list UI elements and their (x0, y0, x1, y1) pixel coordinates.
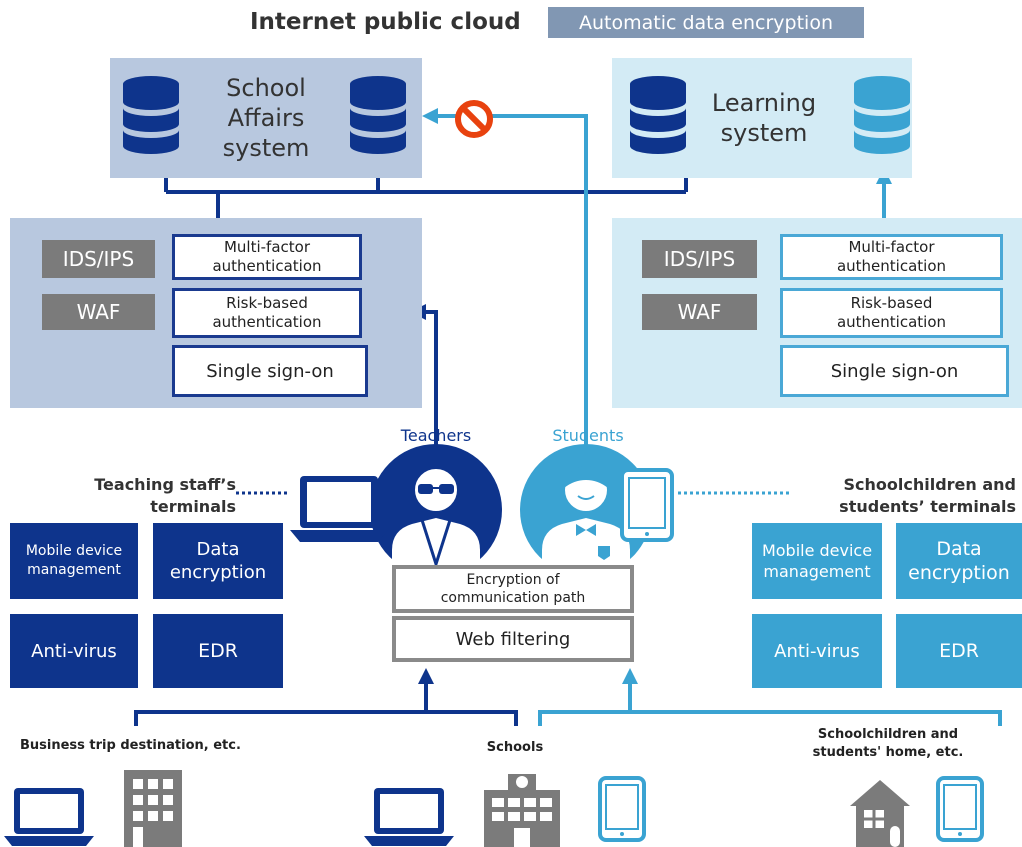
waf-badge: WAF (642, 294, 757, 330)
teachers-label: Teachers (400, 425, 472, 445)
edr-tile: EDR (896, 614, 1022, 688)
page-title: Internet public cloud (250, 9, 521, 35)
schools-label: Schools (486, 739, 544, 755)
school-building-icon (484, 774, 560, 847)
school-affairs-system-label: School Affairs system (222, 74, 310, 162)
laptop-icon (364, 788, 454, 846)
anti-virus-tile: Anti-virus (752, 614, 882, 688)
web-filtering-box: Web filtering (392, 616, 634, 662)
mdm-tile: Mobile device management (10, 523, 138, 599)
teacher-avatar-icon (370, 444, 502, 576)
students-label: Students (552, 425, 624, 445)
tablet-icon (598, 776, 646, 842)
risk-based-auth-box: Risk-based authentication (172, 288, 362, 338)
learning-system-label: Learning system (711, 89, 817, 147)
multi-factor-auth-box: Multi-factor authentication (172, 234, 362, 280)
house-icon (850, 780, 910, 847)
waf-badge: WAF (42, 294, 155, 330)
database-icon (123, 76, 179, 154)
anti-virus-tile: Anti-virus (10, 614, 138, 688)
mdm-tile: Mobile device management (752, 523, 882, 599)
ids-ips-badge: IDS/IPS (642, 240, 757, 278)
business-trip-label: Business trip destination, etc. (20, 738, 241, 753)
encryption-of-communication-path-box: Encryption of communication path (392, 565, 634, 613)
student-avatar-icon (520, 444, 652, 576)
laptop-icon (290, 476, 388, 542)
data-encryption-tile: Data encryption (153, 523, 283, 599)
multi-factor-auth-box: Multi-factor authentication (780, 234, 1003, 280)
office-building-icon (124, 770, 182, 847)
encryption-tag: Automatic data encryption (548, 7, 864, 38)
data-encryption-tile: Data encryption (896, 523, 1022, 599)
tablet-icon (936, 776, 984, 842)
database-icon (854, 76, 910, 154)
database-icon (630, 76, 686, 154)
blocked-icon (455, 100, 493, 138)
edr-tile: EDR (153, 614, 283, 688)
teaching-staff-terminals-label: Teaching staff’s terminals (94, 475, 236, 516)
risk-based-auth-box: Risk-based authentication (780, 288, 1003, 338)
single-sign-on-box: Single sign-on (172, 345, 368, 397)
student-terminals-label: Schoolchildren and students’ terminals (839, 475, 1016, 516)
tablet-icon (620, 468, 674, 542)
ids-ips-badge: IDS/IPS (42, 240, 155, 278)
database-icon (350, 76, 406, 154)
laptop-icon (4, 788, 94, 846)
single-sign-on-box: Single sign-on (780, 345, 1009, 397)
home-label: Schoolchildren and students' home, etc. (812, 727, 964, 760)
